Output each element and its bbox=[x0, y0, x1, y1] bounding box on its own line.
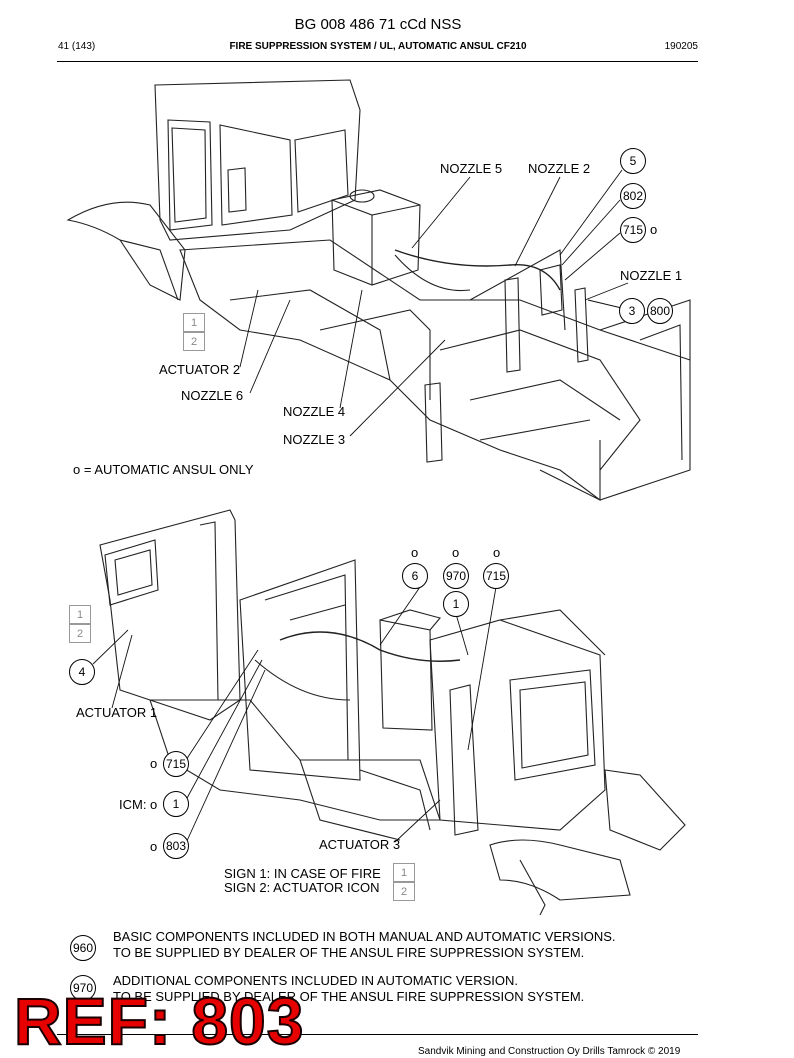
sign-2-box: 2 bbox=[183, 332, 205, 351]
callout-4: 4 bbox=[69, 659, 95, 685]
legend-basic-line-1: BASIC COMPONENTS INCLUDED IN BOTH MANUAL… bbox=[113, 929, 616, 944]
auto-marker-803: o bbox=[150, 839, 158, 854]
legend-auto-line-2: TO BE SUPPLIED BY DEALER OF THE ANSUL FI… bbox=[113, 989, 585, 1004]
icm-marker: ICM: o bbox=[119, 797, 158, 812]
label-sign-1: SIGN 1: IN CASE OF FIRE bbox=[224, 866, 381, 881]
label-nozzle-1: NOZZLE 1 bbox=[620, 268, 683, 283]
auto-marker-715b: o bbox=[150, 756, 158, 771]
label-actuator-2: ACTUATOR 2 bbox=[159, 362, 241, 377]
label-actuator-1: ACTUATOR 1 bbox=[76, 705, 158, 720]
auto-marker-715: o bbox=[493, 545, 501, 560]
ref-stamp: REF: 803 bbox=[13, 984, 305, 1058]
callout-803: 803 bbox=[163, 833, 189, 859]
callout-3: 3 bbox=[619, 298, 645, 324]
callout-802: 802 bbox=[620, 183, 646, 209]
label-nozzle-5: NOZZLE 5 bbox=[440, 161, 503, 176]
auto-only-note: o = AUTOMATIC ANSUL ONLY bbox=[73, 462, 254, 477]
auto-marker-6: o bbox=[411, 545, 419, 560]
auto-only-marker: o bbox=[650, 222, 658, 237]
callout-1-icm: 1 bbox=[163, 791, 189, 817]
callout-715-left: 715 bbox=[163, 751, 189, 777]
label-actuator-3: ACTUATOR 3 bbox=[319, 837, 401, 852]
label-sign-2: SIGN 2: ACTUATOR ICON bbox=[224, 880, 380, 895]
callout-715-bottom: 715 bbox=[483, 563, 509, 589]
callout-6: 6 bbox=[402, 563, 428, 589]
footer-copyright: Sandvik Mining and Construction Oy Drill… bbox=[418, 1046, 681, 1057]
bottom-machine-drawing bbox=[99, 509, 686, 916]
revision-date: 190205 bbox=[664, 41, 698, 52]
label-nozzle-2: NOZZLE 2 bbox=[528, 161, 591, 176]
page-number: 41 (143) bbox=[58, 41, 96, 52]
sign-1-icon: 1 bbox=[393, 863, 415, 882]
sign-1-box-bottom: 1 bbox=[69, 605, 91, 624]
leader-lines bbox=[92, 169, 631, 844]
document-number: BG 008 486 71 cCd NSS bbox=[294, 16, 462, 33]
label-nozzle-3: NOZZLE 3 bbox=[283, 432, 346, 447]
callout-1: 1 bbox=[443, 591, 469, 617]
top-machine-drawing bbox=[66, 79, 691, 501]
legend-code-960: 960 bbox=[70, 935, 96, 961]
callout-5: 5 bbox=[620, 148, 646, 174]
sign-2-box-bottom: 2 bbox=[69, 624, 91, 643]
callout-800: 800 bbox=[647, 298, 673, 324]
sign-1-box: 1 bbox=[183, 313, 205, 332]
header-divider bbox=[57, 61, 698, 62]
auto-marker-970: o bbox=[452, 545, 460, 560]
sign-2-icon: 2 bbox=[393, 882, 415, 901]
legend-code-970: 970 bbox=[70, 975, 96, 1001]
legend-auto-line-1: ADDITIONAL COMPONENTS INCLUDED IN AUTOMA… bbox=[113, 973, 518, 988]
callout-970: 970 bbox=[443, 563, 469, 589]
legend-basic-line-2: TO BE SUPPLIED BY DEALER OF THE ANSUL FI… bbox=[113, 945, 585, 960]
label-nozzle-6: NOZZLE 6 bbox=[181, 388, 244, 403]
footer-divider bbox=[57, 1034, 698, 1035]
callout-715: 715 bbox=[620, 217, 646, 243]
page-title: FIRE SUPPRESSION SYSTEM / UL, AUTOMATIC … bbox=[229, 41, 527, 52]
label-nozzle-4: NOZZLE 4 bbox=[283, 404, 346, 419]
